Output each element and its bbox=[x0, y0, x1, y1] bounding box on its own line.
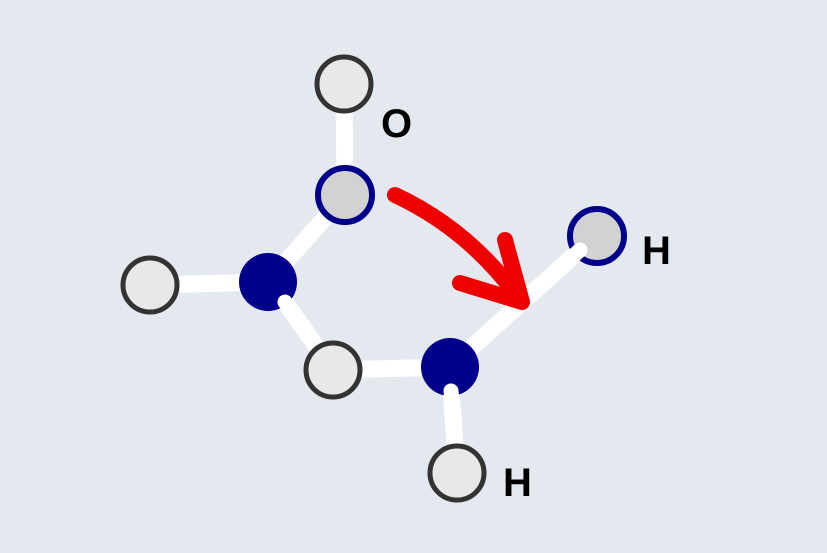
electron-arrow bbox=[387, 187, 530, 310]
atom-h-bottom bbox=[427, 443, 487, 503]
atom-left bbox=[120, 255, 180, 315]
label-oxygen: O bbox=[381, 102, 412, 146]
atom-oxygen bbox=[315, 165, 375, 225]
bond-n2-hbottom-overlay bbox=[443, 383, 461, 418]
atoms bbox=[120, 54, 627, 503]
label-h-right: H bbox=[642, 229, 671, 273]
atom-top bbox=[314, 54, 374, 114]
bond-hright-overlay bbox=[552, 242, 588, 276]
atom-n2 bbox=[421, 338, 479, 396]
arrow-head bbox=[452, 232, 530, 310]
bond-n1-c-overlay bbox=[277, 294, 308, 330]
label-h-bottom: H bbox=[503, 461, 532, 505]
atom-c bbox=[303, 340, 363, 400]
arrow-shaft bbox=[387, 187, 528, 308]
